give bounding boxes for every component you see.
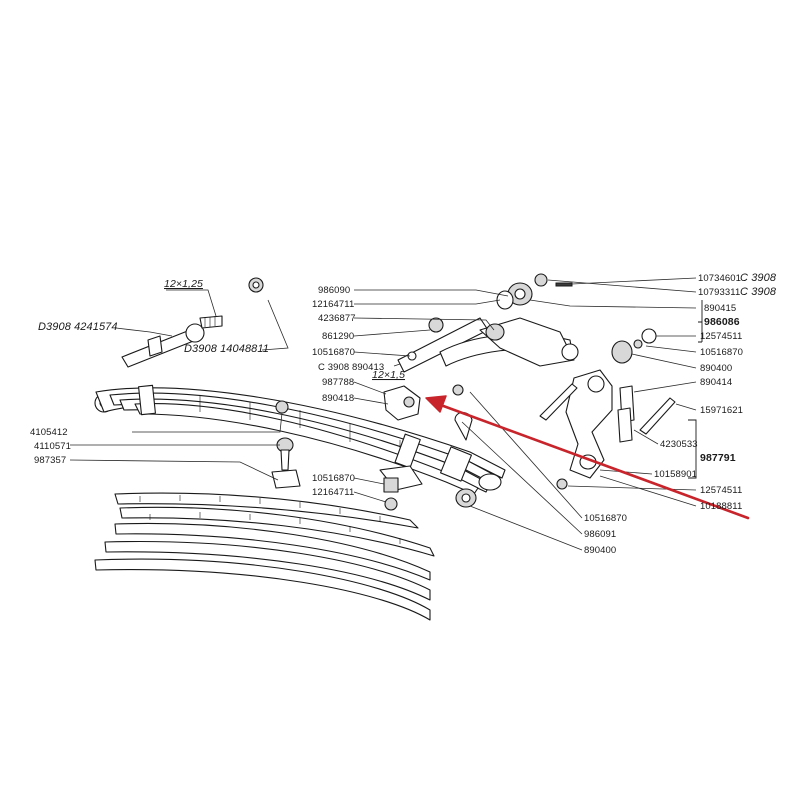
label-890400-a: 890400	[700, 363, 732, 374]
bottom-leaf-5	[94, 558, 431, 621]
bush-890400-a	[611, 340, 633, 364]
bottom-leaf-3	[114, 522, 431, 581]
label-4230533: 4230533	[660, 439, 698, 450]
label-987791: 987791	[700, 452, 736, 464]
bolt-10516870-d	[452, 384, 464, 396]
label-861290: 861290	[322, 331, 354, 342]
label-890414: 890414	[700, 377, 732, 388]
bottom-leaves	[94, 492, 435, 621]
lever-pivot	[561, 343, 579, 361]
label-15971621: 15971621	[700, 405, 743, 416]
leaf-clip-2	[394, 433, 421, 469]
pin-10734601	[555, 282, 573, 287]
clamp-nut	[384, 497, 398, 511]
label-c3908-b: C 3908	[740, 286, 777, 298]
tie-rod-end	[185, 323, 205, 343]
label-4110571: 4110571	[34, 441, 71, 452]
bottom-leaf-1	[114, 492, 419, 529]
bracket-hole	[403, 396, 415, 408]
bush-bore	[461, 493, 471, 503]
spring-leaf-4	[134, 403, 479, 495]
label-10188811: 10188811	[700, 501, 742, 512]
label-890400-b: 890400	[584, 545, 616, 556]
upper-linkage	[121, 273, 676, 490]
bottom-leaf-marks	[139, 495, 401, 544]
bush-986090-bore	[514, 288, 526, 300]
bracket-987788	[383, 385, 421, 421]
label-10793311: 10793311	[698, 287, 740, 298]
bolt-upper	[539, 383, 578, 421]
tie-rod-clamp	[147, 335, 163, 357]
label-987788: 987788	[322, 377, 354, 388]
nut-bore	[252, 281, 260, 289]
label-thread-12x15: 12×1,5	[372, 369, 405, 381]
label-890418: 890418	[322, 393, 354, 404]
clamp-parts	[379, 385, 423, 511]
label-12164711-a: 12164711	[312, 299, 354, 310]
bush-861290	[428, 317, 444, 333]
washer-12164711	[496, 290, 514, 310]
label-10158901: 10158901	[654, 469, 697, 480]
arrow-shaft	[436, 402, 750, 520]
label-10734601: 10734601	[698, 273, 741, 284]
bottom-leaf-4	[104, 541, 431, 601]
label-890415: 890415	[704, 303, 736, 314]
label-986086: 986086	[704, 316, 740, 328]
label-4236877: 4236877	[318, 313, 356, 324]
leaf-clip-3	[440, 446, 472, 482]
leader-lines	[69, 277, 703, 551]
sleeve-4230533	[617, 407, 633, 443]
part-labels: 12×1,25 D3908 4241574 D3908 14048811 410…	[30, 272, 777, 556]
bottom-leaf-2	[119, 506, 435, 557]
label-d3908-14048811: D3908 14048811	[184, 343, 269, 355]
bracket-eye-top	[587, 375, 605, 393]
highlight-arrow	[425, 395, 750, 520]
label-c3908-890413: C 3908 890413	[318, 362, 384, 373]
bolt-10516870-c	[633, 339, 643, 349]
thread-marks	[204, 316, 216, 327]
label-12574511-b: 12574511	[700, 485, 742, 496]
nut-10158901	[556, 478, 568, 490]
label-10516870-c: 10516870	[700, 347, 743, 358]
centre-bolt-cap	[275, 400, 289, 414]
leaf-spring	[94, 384, 506, 495]
bracket-987791	[565, 369, 613, 479]
bump-stop	[271, 437, 301, 489]
label-thread-12x125: 12×1,25	[164, 278, 203, 290]
bolt-15971621	[639, 397, 676, 435]
bushings-lower	[452, 384, 477, 508]
bush-4236877	[485, 323, 505, 341]
bump-stop-stem	[280, 449, 290, 471]
label-12574511-a: 12574511	[700, 331, 742, 342]
label-d3908-4241574: D3908 4241574	[38, 321, 118, 333]
label-10516870-d: 10516870	[584, 513, 627, 524]
washer-12574511-a	[641, 328, 657, 344]
tie-rod-thread	[199, 315, 223, 329]
label-986091: 986091	[584, 529, 616, 540]
leaf-clip-1	[138, 384, 156, 416]
bump-stop-plate	[271, 469, 301, 489]
label-10516870-a: 10516870	[312, 347, 355, 358]
label-10516870-b: 10516870	[312, 473, 355, 484]
nut-10793311	[534, 273, 548, 287]
label-987357: 987357	[34, 455, 66, 466]
clamp-nut-block	[383, 477, 399, 493]
label-4105412: 4105412	[30, 427, 68, 438]
spring-eye-right	[478, 473, 502, 491]
label-12164711-b: 12164711	[312, 487, 354, 498]
arrow-head	[425, 395, 447, 413]
label-986090: 986090	[318, 285, 350, 296]
label-c3908-a: C 3908	[740, 272, 777, 284]
